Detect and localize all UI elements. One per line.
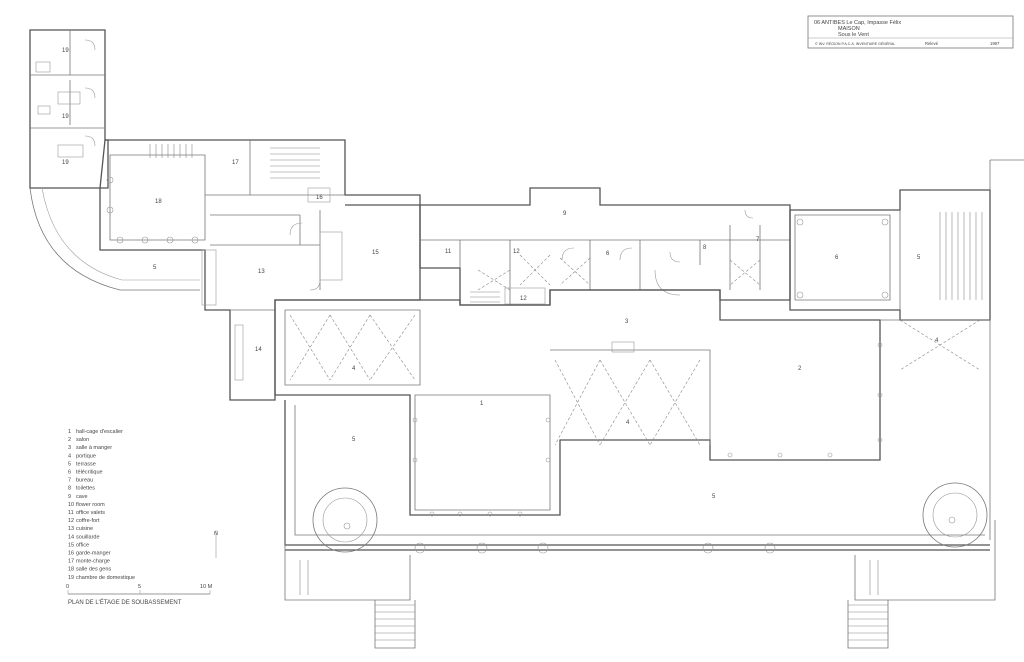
room-5-b: 5 bbox=[153, 265, 157, 271]
legend-label: souillarde bbox=[76, 534, 100, 540]
title-footer-sig: Relevé bbox=[925, 41, 939, 46]
north-label: N bbox=[214, 531, 218, 537]
legend-label: bureau bbox=[76, 478, 93, 484]
legend-number: 19 bbox=[68, 575, 74, 581]
main-house bbox=[274, 289, 991, 540]
room-3: 3 bbox=[625, 319, 629, 325]
legend-label: hall-cage d'escalier bbox=[76, 429, 123, 435]
legend-label: office valets bbox=[76, 510, 105, 516]
lower-terrace bbox=[284, 400, 996, 649]
room-8: 8 bbox=[703, 245, 707, 251]
room-6-b: 6 bbox=[835, 255, 839, 261]
legend-number: 5 bbox=[68, 461, 71, 467]
service-wing bbox=[99, 139, 421, 401]
central-strip bbox=[345, 187, 791, 306]
legend: 1 hall-cage d'escalier 2 salon 3 salle à mang… bbox=[68, 429, 135, 581]
room-17: 17 bbox=[232, 160, 239, 166]
title-line-1: 06 ANTIBES Le Cap, Impasse Félix bbox=[814, 20, 901, 26]
servants-wing bbox=[29, 29, 200, 291]
room-5-d: 5 bbox=[712, 494, 716, 500]
room-labels: 19 19 19 18 17 16 15 14 13 11 12 12 9 6 … bbox=[62, 48, 939, 500]
title-line-2: MAISON bbox=[838, 26, 860, 32]
title-block: 06 ANTIBES Le Cap, Impasse Félix MAISON … bbox=[807, 15, 1014, 49]
legend-label: salon bbox=[76, 437, 89, 443]
legend-label: monte-charge bbox=[76, 559, 110, 565]
plan-caption: PLAN DE L'ÉTAGE DE SOUBASSEMENT bbox=[68, 599, 182, 606]
legend-label: cave bbox=[76, 494, 88, 500]
room-11: 11 bbox=[445, 249, 452, 255]
room-14: 14 bbox=[255, 347, 262, 353]
scale-0: 0 bbox=[66, 584, 69, 590]
room-4-c: 4 bbox=[935, 338, 939, 344]
legend-number: 16 bbox=[68, 551, 74, 557]
legend-label: salle à manger bbox=[76, 445, 112, 451]
room-9: 9 bbox=[563, 211, 567, 217]
scale-5: 5 bbox=[138, 584, 141, 590]
legend-number: 15 bbox=[68, 542, 74, 548]
right-wing bbox=[789, 159, 1024, 371]
room-15: 15 bbox=[372, 250, 379, 256]
legend-label: office bbox=[76, 542, 89, 548]
room-4-b: 4 bbox=[626, 420, 630, 426]
room-19-b: 19 bbox=[62, 114, 69, 120]
room-1: 1 bbox=[480, 401, 484, 407]
legend-number: 8 bbox=[68, 486, 71, 492]
legend-label: terrasse bbox=[76, 461, 96, 467]
legend-number: 12 bbox=[68, 518, 74, 524]
room-19-c: 19 bbox=[62, 160, 69, 166]
room-13: 13 bbox=[258, 269, 265, 275]
legend-label: salle des gens bbox=[76, 567, 111, 573]
title-footer-left: © INV. RÉGION P.A.C.A. INVENTAIRE GÉNÉRA… bbox=[815, 41, 895, 46]
room-5-c: 5 bbox=[352, 437, 356, 443]
title-footer-year: 1997 bbox=[990, 41, 1000, 46]
legend-label: flower room bbox=[76, 502, 105, 508]
legend-number: 11 bbox=[68, 510, 74, 516]
legend-number: 17 bbox=[68, 559, 74, 565]
room-12-a: 12 bbox=[513, 249, 520, 255]
legend-label: chambre de domestique bbox=[76, 575, 135, 581]
title-line-3: Sous le Vent bbox=[838, 32, 869, 38]
legend-number: 3 bbox=[68, 445, 71, 451]
legend-label: télécritique bbox=[76, 470, 103, 476]
room-5-a: 5 bbox=[917, 255, 921, 261]
room-4-a: 4 bbox=[352, 366, 356, 372]
legend-number: 6 bbox=[68, 470, 71, 476]
legend-number: 14 bbox=[68, 534, 74, 540]
legend-number: 4 bbox=[68, 453, 71, 459]
scale-bar: 0 5 10 M PLAN DE L'ÉTAGE DE SOUBASSEMENT bbox=[66, 584, 213, 606]
north-arrow: N bbox=[214, 530, 218, 558]
scale-10: 10 M bbox=[200, 584, 213, 590]
room-16: 16 bbox=[316, 195, 323, 201]
legend-number: 2 bbox=[68, 437, 71, 443]
legend-label: portique bbox=[76, 453, 96, 459]
room-6-a: 6 bbox=[606, 251, 610, 257]
legend-number: 10 bbox=[68, 502, 74, 508]
legend-label: toilettes bbox=[76, 486, 95, 492]
legend-label: coffre-fort bbox=[76, 518, 100, 524]
room-19-a: 19 bbox=[62, 48, 69, 54]
legend-number: 1 bbox=[68, 429, 71, 435]
legend-number: 13 bbox=[68, 526, 74, 532]
room-7: 7 bbox=[756, 237, 760, 243]
legend-number: 18 bbox=[68, 567, 74, 573]
legend-label: cuisine bbox=[76, 526, 93, 532]
room-12-b: 12 bbox=[520, 296, 527, 302]
room-2: 2 bbox=[798, 366, 802, 372]
legend-number: 9 bbox=[68, 494, 71, 500]
room-18: 18 bbox=[155, 199, 162, 205]
legend-label: garde-manger bbox=[76, 551, 111, 557]
legend-number: 7 bbox=[68, 478, 71, 484]
